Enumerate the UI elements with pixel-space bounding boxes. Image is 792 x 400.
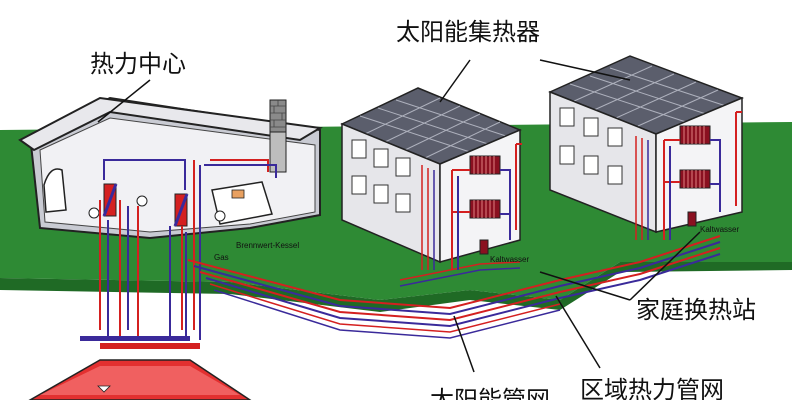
label-gas: Gas — [214, 253, 229, 262]
label-house-heat-exchange: 家庭换热站 — [636, 296, 756, 324]
heating-center-building — [18, 96, 323, 340]
leader-lines — [97, 59, 701, 373]
label-solar-collector: 太阳能集热器 — [396, 18, 540, 46]
label-solar-pipe-network: 太阳能管网 — [430, 386, 550, 400]
label-cold-water-2: Kaltwasser — [700, 225, 739, 234]
label-cold-water-1: Kaltwasser — [490, 255, 529, 264]
pipe-network — [187, 235, 721, 339]
house-1 — [340, 87, 522, 270]
label-heating-center: 热力中心 — [90, 50, 186, 78]
storage-tank — [28, 336, 252, 400]
label-boiler: Brennwert-Kessel — [236, 241, 299, 250]
label-district-heat-network: 区域热力管网 — [580, 376, 724, 400]
house-2 — [548, 55, 745, 240]
